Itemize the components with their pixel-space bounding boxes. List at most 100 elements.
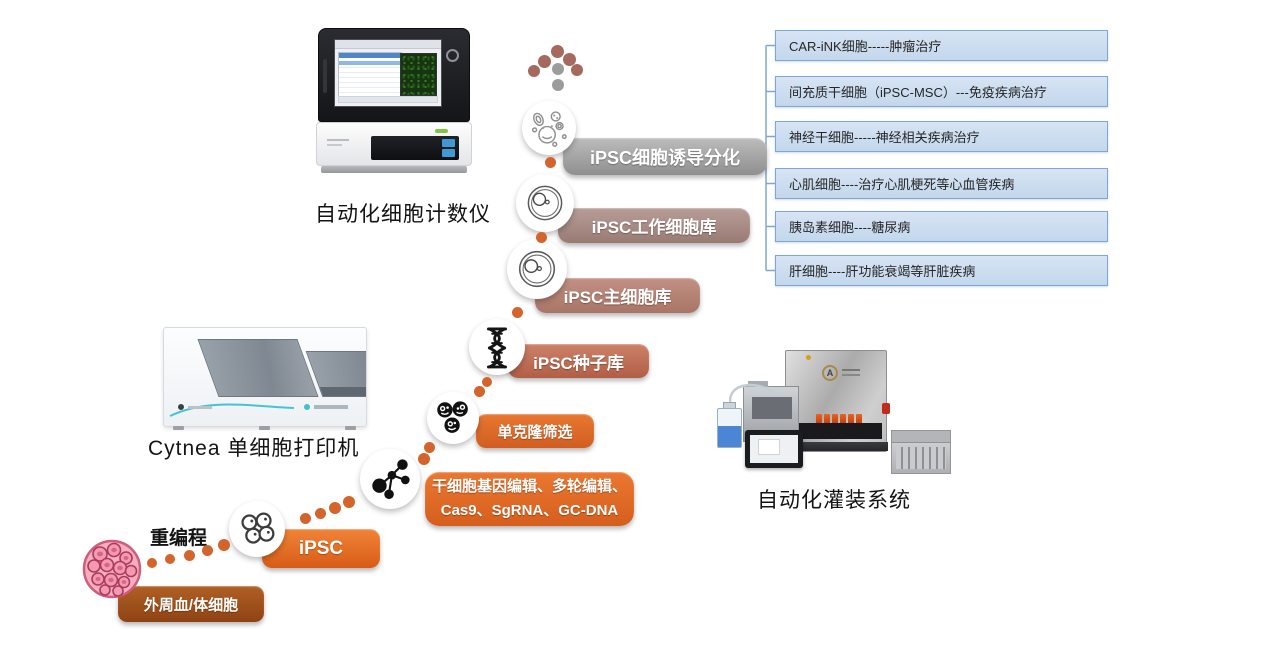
molecule-network-icon: [360, 449, 420, 509]
step-working-bank: iPSC工作细胞库: [558, 208, 750, 243]
brand-logo-icon: [446, 49, 459, 62]
step-label: iPSC主细胞库: [563, 288, 672, 307]
single-cell-printer-image: [163, 327, 367, 430]
outcome-box-car-ink: CAR-iNK细胞-----肿瘤治疗: [775, 30, 1108, 61]
flow-dot: [184, 550, 195, 561]
media-bottle: [717, 408, 742, 448]
module-window: [752, 397, 792, 419]
outcome-label: 间充质干细胞（iPSC-MSC）---免疫疾病治疗: [789, 85, 1047, 100]
screen-selected-row: [339, 61, 401, 65]
step-differentiation: iPSC细胞诱导分化: [563, 138, 767, 175]
cell-counter-base: [321, 166, 467, 173]
outcome-label: 神经干细胞-----神经相关疾病治疗: [789, 130, 980, 145]
flow-dot: [147, 558, 157, 568]
flow-dot: [300, 513, 311, 524]
filling-stage: [792, 423, 882, 439]
dna-helix-icon: [469, 319, 525, 375]
slot-button: [442, 139, 455, 147]
step-label: 单克隆筛选: [497, 423, 573, 441]
step-seed-bank: iPSC种子库: [508, 344, 649, 378]
control-tablet: [745, 430, 803, 468]
flow-dot: [202, 545, 213, 556]
step-label: iPSC细胞诱导分化: [589, 147, 740, 168]
flow-dot: [165, 554, 175, 564]
outcome-label: 胰岛素细胞----糖尿病: [789, 220, 911, 235]
outcome-box-msc: 间充质干细胞（iPSC-MSC）---免疫疾病治疗: [775, 76, 1108, 107]
flow-dot: [536, 232, 547, 243]
flow-dot: [315, 508, 326, 519]
tablet-window: [758, 439, 780, 455]
filling-system-image: A: [703, 340, 951, 478]
screen-fluorescence-image: [400, 53, 437, 96]
screen-toolbar: [335, 40, 441, 49]
vial-row: [816, 414, 862, 427]
rack-lid: [892, 431, 950, 443]
screen-data-table: [338, 52, 402, 98]
printer-foot: [173, 426, 184, 430]
screen-bottom-bar: [338, 96, 438, 103]
step-label: iPSC: [298, 537, 344, 559]
module-bar: [748, 381, 768, 387]
side-port: [323, 59, 327, 93]
teal-accent-line: [169, 403, 295, 417]
filling-platform: [786, 442, 888, 451]
arrow-dot: [528, 65, 540, 77]
printer-foot: [345, 426, 356, 430]
step-label: 外周血/体细胞: [143, 596, 239, 614]
flow-dot: [329, 502, 341, 514]
arrow-dot: [563, 53, 576, 66]
flow-dot: [424, 442, 435, 453]
reprogramming-label: 重编程: [150, 528, 208, 549]
petri-dish-icon: [507, 239, 567, 299]
filling-system-caption: 自动化灌装系统: [757, 489, 911, 512]
cell-counter-body: [316, 122, 472, 166]
printer-foot: [259, 426, 270, 430]
step-gene-editing: 干细胞基因编辑、多轮编辑、 Cas9、SgRNA、GC-DNA: [425, 472, 634, 526]
blue-liquid: [718, 426, 741, 447]
step-label: iPSC工作细胞库: [591, 218, 717, 237]
petri-dish-icon: [516, 174, 574, 232]
outcome-box-hepatocyte: 肝细胞----肝功能衰竭等肝脏疾病: [775, 255, 1108, 286]
printer-body: [163, 327, 367, 427]
cytena-wordmark-bar: [314, 405, 348, 409]
outcome-box-cardiomyocyte: 心肌细胞----治疗心肌梗死等心血管疾病: [775, 168, 1108, 199]
cytena-logo-icon: [304, 404, 310, 410]
tablet-screen: [750, 435, 798, 463]
outcome-box-insulin: 胰岛素细胞----糖尿病: [775, 211, 1108, 242]
cell-counter-screen: [334, 39, 442, 107]
indicator-dot: [806, 355, 811, 360]
slot-button: [442, 149, 455, 157]
tube-rack: [891, 430, 951, 474]
flow-dot: [418, 453, 430, 465]
outcome-label: 肝细胞----肝功能衰竭等肝脏疾病: [789, 264, 976, 279]
flow-dot: [545, 157, 556, 168]
flow-dot: [474, 386, 485, 397]
tubing-line: [728, 383, 774, 407]
arrow-dot: [552, 63, 564, 75]
status-led: [435, 129, 448, 133]
step-somatic-cells: 外周血/体细胞: [118, 586, 264, 622]
cell-counter-display-unit: [318, 28, 470, 122]
cell-counter-caption: 自动化细胞计数仪: [315, 203, 491, 226]
logo-text-bar: [842, 369, 860, 371]
model-text-bar: [327, 139, 349, 141]
step-label-line1: 干细胞基因编辑、多轮编辑、: [431, 478, 627, 495]
step-label-line2: Cas9、SgRNA、GC-DNA: [440, 502, 619, 519]
sample-slot: [371, 136, 459, 160]
pink-cell-cluster-icon: [80, 538, 144, 600]
rack-slots: [896, 447, 946, 469]
arrow-dot: [552, 79, 564, 91]
flow-dot: [343, 496, 355, 508]
arrow-dot: [538, 55, 551, 68]
printer-window: [197, 339, 319, 397]
brand-logo-icon: A: [822, 365, 838, 381]
printer-logo-icon: [178, 404, 184, 410]
outcome-label: CAR-iNK细胞-----肿瘤治疗: [789, 39, 942, 54]
model-text-bar: [327, 144, 342, 146]
flow-dot: [218, 539, 230, 551]
printer-caption: Cytnea 单细胞打印机: [148, 437, 360, 460]
cell-counter-image: [316, 28, 472, 174]
step-monoclonal-screening: 单克隆筛选: [476, 414, 594, 448]
outcome-label: 心肌细胞----治疗心肌梗死等心血管疾病: [789, 177, 1015, 192]
